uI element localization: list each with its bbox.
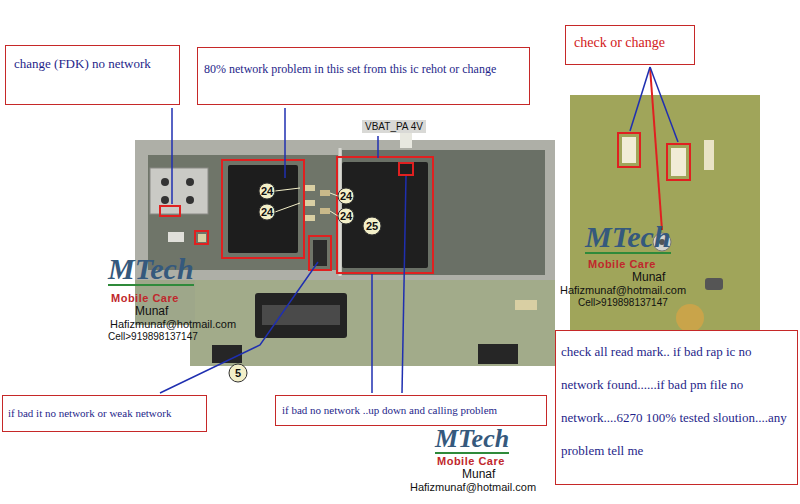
fdk-filter xyxy=(161,178,169,186)
small-component xyxy=(320,208,330,214)
leader-line xyxy=(171,108,173,204)
leader-line xyxy=(284,108,286,178)
red-mark xyxy=(618,67,690,230)
callout-number: 5 xyxy=(235,367,241,379)
red-mark xyxy=(222,160,304,258)
callout-number: 24 xyxy=(261,185,273,197)
callout-circle xyxy=(330,211,338,216)
callout-circle xyxy=(259,204,275,220)
callout-circle xyxy=(259,183,275,199)
watermark-text: Mobile Care xyxy=(588,258,656,270)
callout-number: 24 xyxy=(261,206,273,218)
fdk-filter xyxy=(161,196,169,204)
callout-circle xyxy=(229,364,247,382)
side-board xyxy=(671,148,686,176)
callout-box: if bad it no network or weak network xyxy=(2,395,207,432)
watermark-text: Hafizmunaf@hotmail.com xyxy=(560,284,686,296)
callout-box: check or change xyxy=(565,25,695,65)
small-component xyxy=(305,185,315,191)
leader-line xyxy=(650,67,678,142)
leader-line xyxy=(371,274,373,393)
red-mark xyxy=(618,133,640,167)
main-board xyxy=(148,155,338,270)
watermark-text: Munaf xyxy=(462,468,495,481)
callout-number: 25 xyxy=(366,220,378,232)
ic-chip xyxy=(228,165,298,253)
side-board xyxy=(705,278,723,290)
side-board xyxy=(676,304,704,332)
side-board xyxy=(570,95,760,345)
small-component xyxy=(305,200,315,206)
main-board xyxy=(135,140,555,366)
note-text: 80% network problem in this set from thi… xyxy=(204,62,523,77)
side-board xyxy=(570,95,760,345)
leader-line xyxy=(402,176,406,393)
watermark-logo: MTech xyxy=(585,222,671,254)
note-text: check or change xyxy=(574,35,686,52)
callout-box: check all read mark.. if bad rap ic no n… xyxy=(555,330,798,485)
small-component xyxy=(198,234,206,242)
main-board xyxy=(135,140,555,282)
watermark-text: Hafizmunaf@hotmail.com xyxy=(110,318,236,330)
callout-number: 24 xyxy=(340,210,352,222)
small-component xyxy=(305,215,315,221)
callout-circle xyxy=(229,183,381,382)
callout-box: change (FDK) no network xyxy=(5,45,180,105)
board-connector xyxy=(262,305,340,325)
small-component xyxy=(320,190,330,196)
fdk-filter xyxy=(186,196,194,204)
small-component xyxy=(168,232,184,242)
fdk-filter xyxy=(186,178,194,186)
ic-chip xyxy=(342,162,428,268)
callout-circle xyxy=(275,203,300,212)
net-label: VBAT_PA 4V xyxy=(362,120,426,133)
callout-number: 24 xyxy=(340,190,352,202)
callout-circle xyxy=(275,188,300,191)
red-mark xyxy=(399,163,413,175)
callout-circle xyxy=(363,217,381,235)
watermark-text: Mobile Care xyxy=(111,292,179,304)
main-board xyxy=(342,150,545,275)
leader-line xyxy=(377,136,379,158)
small-component xyxy=(478,344,518,364)
watermark-text: Hafizmunaf@hotmail.com xyxy=(410,481,536,493)
note-text: change (FDK) no network xyxy=(14,56,171,72)
side-board xyxy=(622,137,636,163)
small-component xyxy=(313,240,327,266)
callout-box: 80% network problem in this set from thi… xyxy=(197,47,530,105)
watermark-text: Mobile Care xyxy=(437,455,505,467)
note-text: if bad no network ..up down and calling … xyxy=(282,404,540,417)
red-mark xyxy=(195,231,208,244)
red-mark xyxy=(337,157,433,273)
callout-circle xyxy=(330,193,338,196)
note-text: check all read mark.. if bad rap ic no n… xyxy=(561,335,792,467)
side-board xyxy=(704,140,714,170)
red-mark xyxy=(309,236,331,270)
callout-circle xyxy=(338,208,354,224)
red-mark xyxy=(160,157,433,273)
callout-circle xyxy=(338,188,354,204)
watermark-text: Cell>919898137147 xyxy=(108,331,198,342)
watermark-logo: MTech xyxy=(108,254,194,286)
ic-chip xyxy=(228,162,428,268)
small-component xyxy=(515,300,537,310)
callout-box: if bad no network ..up down and calling … xyxy=(275,395,547,426)
red-mark xyxy=(160,206,180,216)
note-text: if bad it no network or weak network xyxy=(8,407,201,420)
watermark-logo: MTech xyxy=(435,426,509,454)
red-mark xyxy=(650,67,662,230)
watermark-text: Munaf xyxy=(135,305,168,318)
leader-line xyxy=(630,67,650,131)
red-mark xyxy=(667,144,690,180)
watermark-text: Cell>919898137147 xyxy=(578,297,668,308)
watermark-text: Munaf xyxy=(632,271,665,284)
